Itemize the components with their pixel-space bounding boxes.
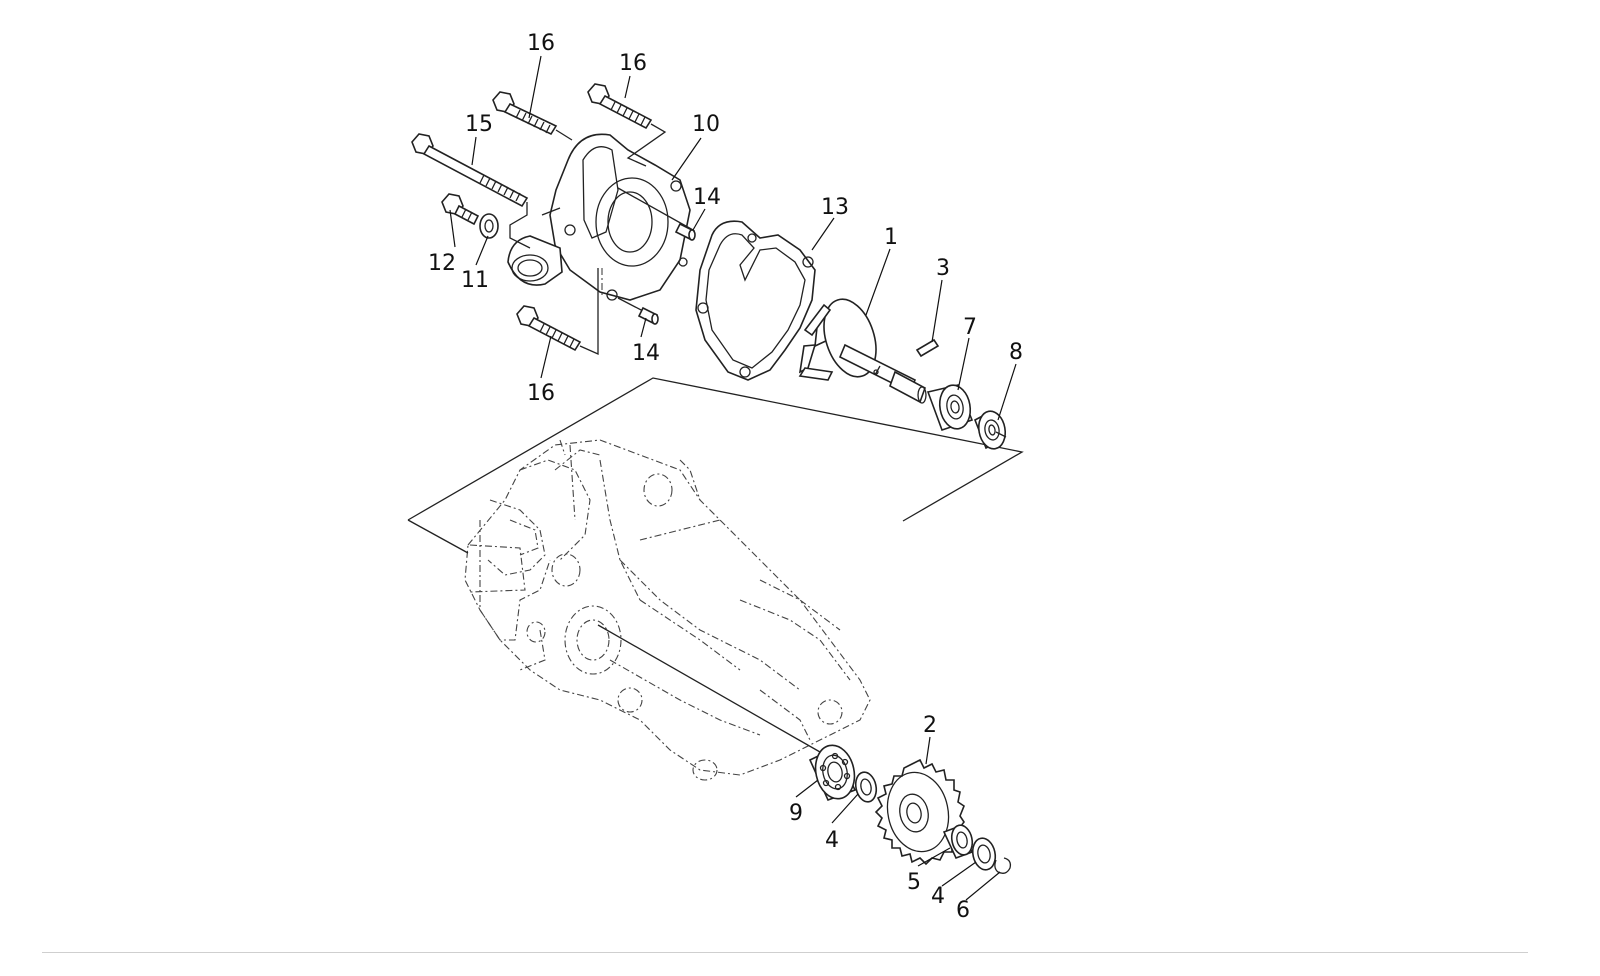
callout-1: 1 <box>884 225 898 250</box>
impeller-gear-2 <box>874 758 965 866</box>
callout-12: 12 <box>428 251 456 276</box>
crankcase-outline <box>464 439 871 781</box>
seal-7 <box>926 384 974 432</box>
callout-8: 8 <box>1009 340 1023 365</box>
callout-4-outer: 4 <box>931 884 945 909</box>
callout-labels: 16 16 15 10 14 13 1 12 11 3 7 8 14 16 2 … <box>428 31 1023 923</box>
axis-lines <box>597 624 821 753</box>
callout-16-lower: 16 <box>527 381 555 406</box>
footer-divider <box>42 952 1528 953</box>
callout-10: 10 <box>692 112 720 137</box>
washer-11 <box>479 213 499 239</box>
callout-15: 15 <box>465 112 493 137</box>
washer-4-outer <box>971 837 997 871</box>
collar-5 <box>942 824 974 860</box>
callout-16-top-left: 16 <box>527 31 555 56</box>
callout-14-lower: 14 <box>632 341 660 366</box>
callout-6: 6 <box>956 898 970 923</box>
seal-8 <box>973 410 1007 450</box>
callout-3: 3 <box>936 256 950 281</box>
bolt-15-long <box>411 133 529 208</box>
bolt-16-upper-left <box>492 91 558 136</box>
callout-5: 5 <box>907 870 921 895</box>
leader-lines <box>449 55 1017 901</box>
dowel-pin-14-lower <box>637 306 659 325</box>
callout-4-inner: 4 <box>825 828 839 853</box>
callout-9: 9 <box>789 801 803 826</box>
callout-13: 13 <box>821 195 849 220</box>
circlip-6 <box>994 857 1012 874</box>
impeller-shaft-1 <box>798 298 927 404</box>
callout-2: 2 <box>923 713 937 738</box>
gasket-13 <box>695 220 816 381</box>
callout-11: 11 <box>461 268 489 293</box>
callout-14-upper: 14 <box>693 185 721 210</box>
assembly-frame <box>407 377 1024 554</box>
bolt-12 <box>441 193 480 226</box>
dowel-pin-14-upper <box>674 222 696 241</box>
bolt-16-upper-right <box>587 83 653 130</box>
callout-7: 7 <box>963 315 977 340</box>
bolt-16-lower <box>516 305 582 352</box>
callout-16-top-right: 16 <box>619 51 647 76</box>
bearing-9 <box>808 744 857 802</box>
pump-cover <box>507 133 691 301</box>
pin-3 <box>915 338 940 358</box>
reference-lines-cover <box>509 123 694 356</box>
washer-4-inner <box>854 771 878 803</box>
